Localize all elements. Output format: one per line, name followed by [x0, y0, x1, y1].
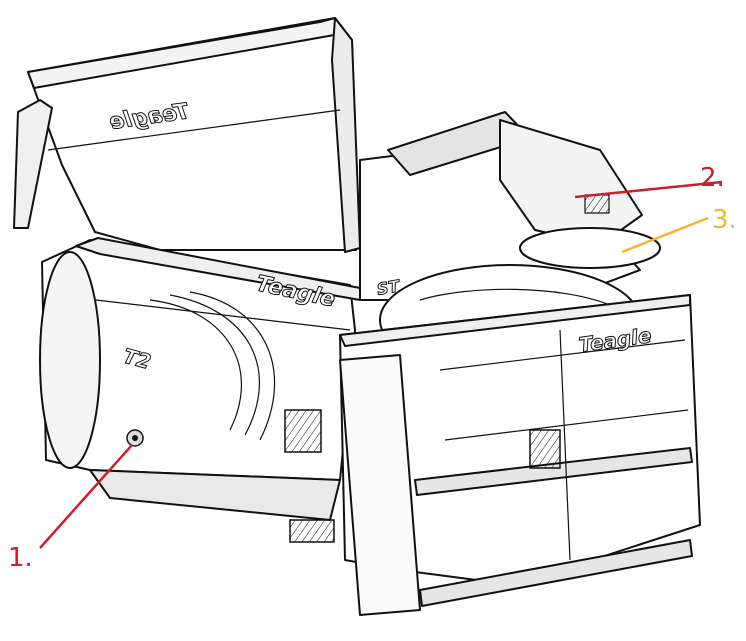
callout-1-leader [39, 444, 133, 549]
bumper-rail-lower [419, 539, 693, 607]
rotor-inner-ring [419, 288, 611, 306]
callout-2-label: 2. [700, 163, 725, 193]
hood-side-right [331, 17, 361, 253]
bumper-rail-upper [414, 447, 693, 496]
chute-actuator [584, 194, 610, 214]
callout-3-label: 3. [712, 205, 737, 235]
hydraulic-motor-front [529, 429, 561, 469]
front-left-plate [339, 354, 421, 616]
left-hood-arm [13, 99, 53, 229]
callout-1-label: 1. [8, 543, 33, 573]
left-rotor [39, 251, 101, 469]
hopper-inner-line [95, 299, 351, 331]
hopper-floor [89, 469, 341, 521]
hood-fold-line [47, 109, 341, 151]
callout-2-leader [574, 180, 723, 199]
swoosh-lines [149, 291, 275, 441]
front-frame-top [339, 294, 691, 347]
hydraulic-motor-left [284, 409, 322, 453]
front-inner-lines [439, 329, 689, 561]
callout-3-leader [621, 216, 709, 254]
bottom-motor [289, 519, 335, 543]
model-text: T2 [121, 344, 154, 374]
chute-ring [519, 227, 661, 269]
badge-text: ST [375, 276, 401, 299]
valve-fitting [126, 429, 144, 447]
